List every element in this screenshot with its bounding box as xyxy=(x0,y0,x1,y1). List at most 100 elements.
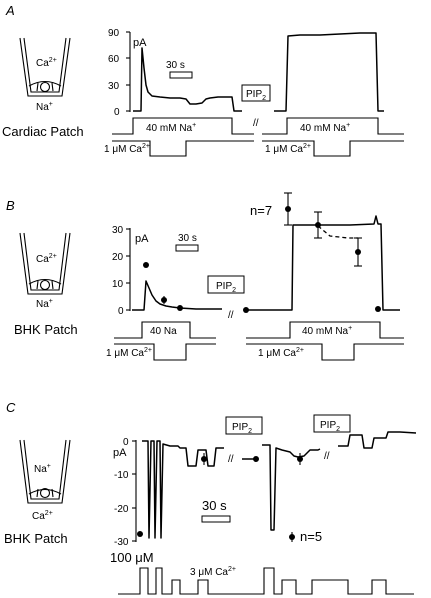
trace-a-after-pip2 xyxy=(274,32,384,112)
membrane-patch xyxy=(28,488,62,495)
data-point xyxy=(137,531,143,537)
pip2-label: PIP2 xyxy=(246,89,266,102)
ion-top-label: Ca2+ xyxy=(36,253,57,265)
membrane-patch xyxy=(28,278,62,285)
data-point xyxy=(143,262,149,268)
patch-label: BHK Patch xyxy=(4,531,68,546)
time-scale-bar xyxy=(201,515,231,523)
cardiac-patch-diagram: Ca2+ Na+ Cardiac Patch xyxy=(2,37,84,139)
trace-b-after-pip2 xyxy=(244,215,400,311)
ca-step-label: 1 μM Ca2+ xyxy=(258,347,304,359)
data-points-b xyxy=(143,192,381,313)
na-step-label: 40 Na xyxy=(150,326,177,337)
pip2-box xyxy=(241,84,271,102)
na-step-label: 40 mM Na+ xyxy=(300,122,350,134)
bhk-patch-diagram-c: Na+ Ca2+ BHK Patch xyxy=(4,439,71,546)
y-unit-label: pA xyxy=(133,37,147,49)
panel-label-b: B xyxy=(6,198,15,213)
pip2-box xyxy=(313,414,351,433)
pip2-label: PIP2 xyxy=(232,422,252,435)
n-label: n=5 xyxy=(300,529,322,544)
time-scale-bar xyxy=(175,244,199,252)
trace-a-before-pip2 xyxy=(133,47,242,112)
trace-b-before-pip2 xyxy=(132,280,222,311)
pipette-inner xyxy=(23,439,67,500)
ca-step-label: 1 μM Ca2+ xyxy=(106,347,152,359)
ca-step-protocol-1 xyxy=(114,343,216,361)
ca-step-protocol-2 xyxy=(262,140,404,157)
y-tick-label: 60 xyxy=(108,54,120,65)
na-step-protocol-1 xyxy=(114,321,216,339)
ca-step-protocol-1 xyxy=(112,140,254,157)
data-point xyxy=(253,456,259,462)
pip2-box xyxy=(225,416,263,435)
break-mark: // xyxy=(228,454,234,465)
patch-label: BHK Patch xyxy=(14,322,78,337)
y-tick-label: 0 xyxy=(114,107,120,118)
membrane-patch xyxy=(28,80,62,87)
y-tick-label: -20 xyxy=(114,504,129,515)
data-point xyxy=(243,307,249,313)
panel-a: A Ca2+ Na+ Cardiac Patch 90 60 30 0 pA xyxy=(2,3,404,157)
y-axis-c: 0 -10 -20 -30 pA xyxy=(113,437,137,548)
ca-step-label: 1 μM Ca2+ xyxy=(265,143,311,155)
na-step-label: 40 mM Na+ xyxy=(302,325,352,337)
y-tick-label: 0 xyxy=(118,306,124,317)
exchanger-icon xyxy=(39,279,51,291)
ca-step-label: 1 μM Ca2+ xyxy=(104,143,150,155)
n-label: n=7 xyxy=(250,203,272,218)
trace-b-pip2-wash xyxy=(317,225,358,239)
panel-label-c: C xyxy=(6,400,16,415)
exchanger-icon xyxy=(39,81,51,93)
y-tick-label: -30 xyxy=(114,537,129,548)
exchanger-arrows xyxy=(36,280,54,290)
na-step-protocol-1 xyxy=(112,117,254,135)
ca-step-protocol xyxy=(118,567,414,595)
time-scale-label: 30 s xyxy=(178,233,197,244)
trace-c-1 xyxy=(142,440,224,539)
ca-step-protocol-2 xyxy=(246,343,404,361)
data-point xyxy=(177,305,183,311)
trace-c-2 xyxy=(262,444,321,531)
ca-low-label: 3 μM Ca2+ xyxy=(190,566,236,578)
exchanger-icon xyxy=(39,487,51,499)
time-scale-label: 30 s xyxy=(202,498,227,513)
break-mark: // xyxy=(228,310,234,321)
y-tick-label: -10 xyxy=(114,470,129,481)
ca-high-label: 100 μM xyxy=(110,550,154,565)
ion-bottom-label: Ca2+ xyxy=(32,510,53,522)
time-scale-bar xyxy=(169,71,193,79)
ion-bottom-label: Na+ xyxy=(36,298,53,310)
data-point xyxy=(375,306,381,312)
y-tick-label: 30 xyxy=(108,81,120,92)
y-tick-label: 0 xyxy=(123,437,129,448)
y-tick-label: 90 xyxy=(108,28,120,39)
panel-label-a: A xyxy=(5,3,15,18)
ion-bottom-label: Na+ xyxy=(36,101,53,113)
na-step-protocol-2 xyxy=(262,117,404,135)
pipette-outline xyxy=(19,37,71,97)
na-step-label: 40 mM Na+ xyxy=(146,122,196,134)
y-tick-label: 20 xyxy=(112,252,124,263)
panel-b: B Ca2+ Na+ BHK Patch 30 20 10 0 pA xyxy=(6,192,404,361)
pipette-outline xyxy=(19,232,71,295)
na-step-protocol-2 xyxy=(246,321,404,339)
time-scale-label: 30 s xyxy=(166,60,185,71)
break-mark: // xyxy=(253,118,259,129)
y-tick-label: 30 xyxy=(112,225,124,236)
pip2-label: PIP2 xyxy=(216,281,236,294)
bhk-patch-diagram-b: Ca2+ Na+ BHK Patch xyxy=(14,232,78,337)
y-axis-a: 90 60 30 0 pA xyxy=(108,28,147,118)
exchanger-arrows xyxy=(36,82,54,92)
pipette-outline xyxy=(19,439,71,504)
y-tick-label: 10 xyxy=(112,279,124,290)
trace-c-3 xyxy=(338,431,417,449)
pip2-box xyxy=(207,275,245,294)
y-axis-b: 30 20 10 0 pA xyxy=(112,225,149,317)
patch-label: Cardiac Patch xyxy=(2,124,84,139)
ion-top-label: Na+ xyxy=(34,463,51,475)
ion-top-label: Ca2+ xyxy=(36,57,57,69)
exchanger-arrows xyxy=(36,488,54,498)
y-unit-label: pA xyxy=(135,233,149,245)
